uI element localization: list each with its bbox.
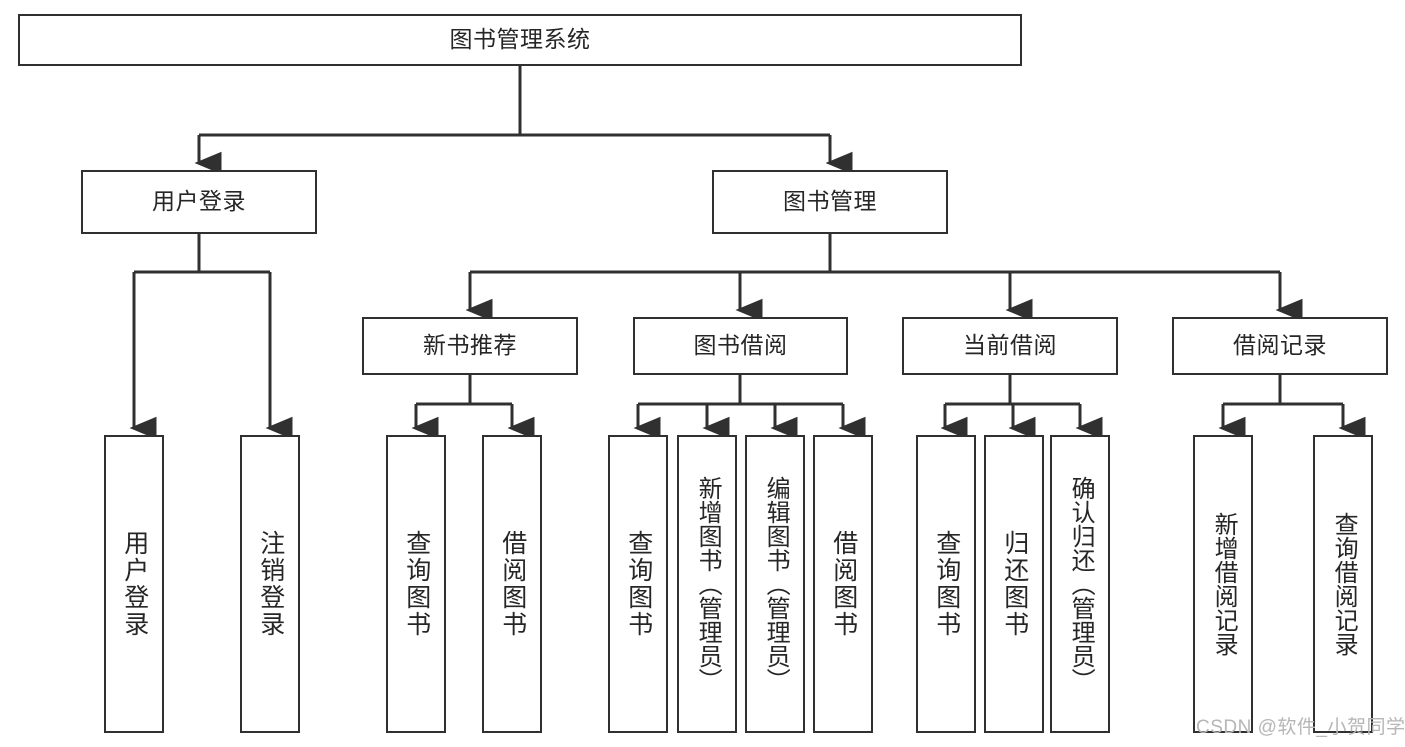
node-leaf-add-record[interactable]: 新增借阅记录 <box>1193 435 1253 733</box>
node-leaf-add-book[interactable]: 新增图书（管理员） <box>677 435 737 733</box>
node-book-management[interactable]: 图书管理 <box>712 170 948 234</box>
node-root[interactable]: 图书管理系统 <box>18 14 1022 66</box>
node-borrow-record[interactable]: 借阅记录 <box>1172 317 1388 375</box>
node-leaf-query-book-1[interactable]: 查询图书 <box>386 435 446 733</box>
node-leaf-return-book[interactable]: 归还图书 <box>984 435 1044 733</box>
node-leaf-logout-login[interactable]: 注销登录 <box>240 435 300 733</box>
node-book-borrow[interactable]: 图书借阅 <box>633 317 848 375</box>
node-leaf-query-book-2[interactable]: 查询图书 <box>608 435 668 733</box>
node-leaf-query-book-3[interactable]: 查询图书 <box>916 435 976 733</box>
node-leaf-confirm-return[interactable]: 确认归还（管理员） <box>1050 435 1110 733</box>
node-current-borrow[interactable]: 当前借阅 <box>902 317 1118 375</box>
node-leaf-user-login[interactable]: 用户登录 <box>104 435 164 733</box>
csdn-watermark: CSDN @软件_小贺同学 <box>1196 717 1405 738</box>
node-leaf-borrow-book-1[interactable]: 借阅图书 <box>482 435 542 733</box>
node-leaf-edit-book[interactable]: 编辑图书（管理员） <box>745 435 805 733</box>
node-user-login[interactable]: 用户登录 <box>81 170 317 234</box>
node-leaf-query-record[interactable]: 查询借阅记录 <box>1313 435 1373 733</box>
node-leaf-borrow-book-2[interactable]: 借阅图书 <box>813 435 873 733</box>
node-new-book-recommend[interactable]: 新书推荐 <box>362 317 578 375</box>
